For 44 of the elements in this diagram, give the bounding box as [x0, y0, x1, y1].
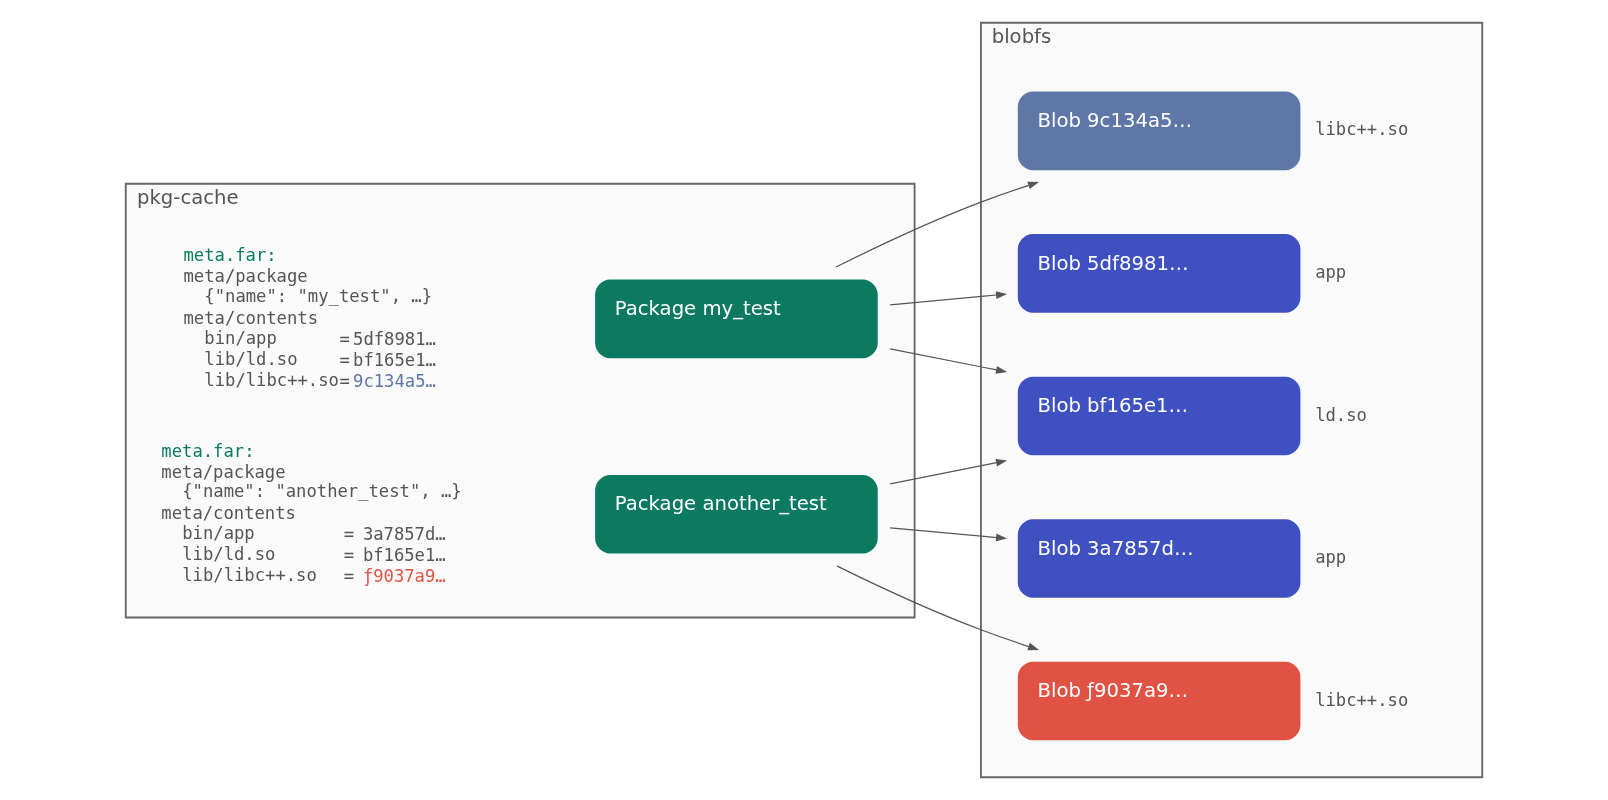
label: meta.far: [161, 440, 255, 461]
node-label: libc++.so [1315, 119, 1409, 140]
label: {"name": "another_test", …} [182, 481, 462, 502]
label: 5df8981… [353, 328, 436, 349]
label: meta/contents [183, 308, 319, 329]
label: = [343, 524, 355, 545]
label: meta.far: [183, 245, 277, 266]
label: {"name": "my_test", …} [204, 285, 433, 306]
label: bin/app [182, 523, 255, 544]
label: 9c134a5… [353, 370, 436, 391]
label: 3a7857d… [362, 524, 446, 545]
label: ƒ9037a9… [362, 566, 446, 587]
node-box: Package my_test [595, 279, 878, 359]
node-box: Blob bf165e1… [1017, 376, 1301, 456]
label: meta/package [183, 266, 308, 287]
arrow [835, 181, 1040, 268]
label: lib/ld.so [204, 348, 298, 369]
label: bin/app [204, 327, 277, 348]
node-label: ld.so [1315, 404, 1367, 425]
arrow [889, 527, 1008, 542]
node-label: app [1315, 261, 1347, 282]
arrow [836, 565, 1040, 651]
node-box: Package another_test [595, 474, 878, 554]
node-label: app [1315, 547, 1347, 568]
node-box: Blob 3a7857d… [1017, 519, 1301, 598]
label: = [339, 370, 350, 391]
label: bf165e1… [353, 349, 436, 370]
label: lib/libc++.so [204, 369, 339, 390]
arrow [889, 458, 1008, 485]
node-box: Blob 9c134a5… [1017, 91, 1301, 171]
label: = [339, 349, 350, 370]
node-box: Blob 5df8981… [1017, 234, 1301, 313]
node-label: libc++.so [1315, 689, 1409, 710]
label: lib/ld.so [182, 543, 276, 564]
label: meta/contents [161, 503, 296, 524]
label: = [339, 328, 350, 349]
label: lib/libc++.so [182, 564, 317, 585]
label: meta/package [161, 461, 286, 482]
arrow [889, 291, 1008, 306]
label: bf165e1… [362, 545, 446, 566]
label: = [343, 566, 355, 587]
arrow [889, 348, 1008, 374]
node-box: Blob ƒ9037a9… [1017, 661, 1301, 741]
label: = [343, 545, 355, 566]
